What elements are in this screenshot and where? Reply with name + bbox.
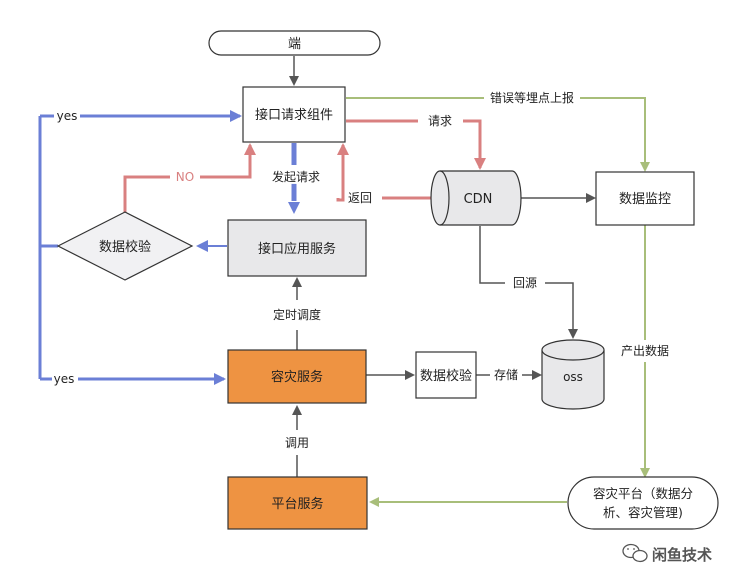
label-back-to-origin: 回源 [513, 276, 537, 290]
label-produce-data: 产出数据 [621, 343, 669, 358]
node-data-monitor: 数据监控 [595, 171, 695, 226]
watermark: 闲鱼技术 [622, 543, 712, 564]
node-disaster-platform-label-line2: 析、容灾管理) [603, 505, 683, 520]
node-api-request-component: 接口请求组件 [242, 86, 346, 143]
label-invoke: 调用 [285, 436, 309, 450]
watermark-text: 闲鱼技术 [652, 546, 712, 564]
node-data-check-box-label: 数据校验 [420, 368, 472, 384]
node-cdn: CDN [430, 170, 522, 226]
node-api-app-service: 接口应用服务 [227, 219, 367, 277]
edge-back-to-origin [479, 226, 573, 337]
node-platform-service: 平台服务 [227, 476, 368, 530]
node-platform-service-label: 平台服务 [271, 496, 323, 512]
node-data-check-diamond: 数据校验 [56, 211, 194, 281]
node-disaster-service: 容灾服务 [227, 349, 367, 404]
label-yes-bottom: yes [54, 372, 75, 386]
node-data-check-box: 数据校验 [415, 351, 477, 399]
label-yes-top: yes [57, 109, 78, 123]
node-api-request-component-label: 接口请求组件 [255, 107, 333, 123]
node-terminal-label: 端 [288, 37, 301, 52]
label-initiate-request: 发起请求 [272, 169, 320, 184]
label-scheduled: 定时调度 [273, 307, 321, 322]
label-store: 存储 [494, 367, 518, 382]
node-data-check-diamond-label: 数据校验 [99, 239, 151, 255]
edge-error-tracking [346, 97, 645, 170]
label-request: 请求 [428, 114, 452, 128]
node-api-app-service-label: 接口应用服务 [258, 241, 336, 257]
node-disaster-service-label: 容灾服务 [271, 369, 323, 385]
node-disaster-platform-label-line1: 容灾平台（数据分 [593, 486, 693, 501]
node-cdn-label: CDN [464, 192, 493, 207]
edge-return [338, 145, 432, 202]
node-terminal: 端 [208, 30, 381, 56]
node-disaster-platform: 容灾平台（数据分 析、容灾管理) [567, 476, 719, 530]
label-error-tracking: 错误等埋点上报 [490, 90, 574, 105]
edge-request [346, 119, 480, 168]
edge-no [123, 145, 250, 212]
node-data-monitor-label: 数据监控 [619, 192, 671, 207]
label-return: 返回 [348, 191, 372, 205]
node-oss-label: oss [563, 370, 583, 384]
label-no: NO [176, 170, 194, 184]
wechat-icon [622, 543, 648, 563]
node-oss: oss [541, 339, 605, 410]
